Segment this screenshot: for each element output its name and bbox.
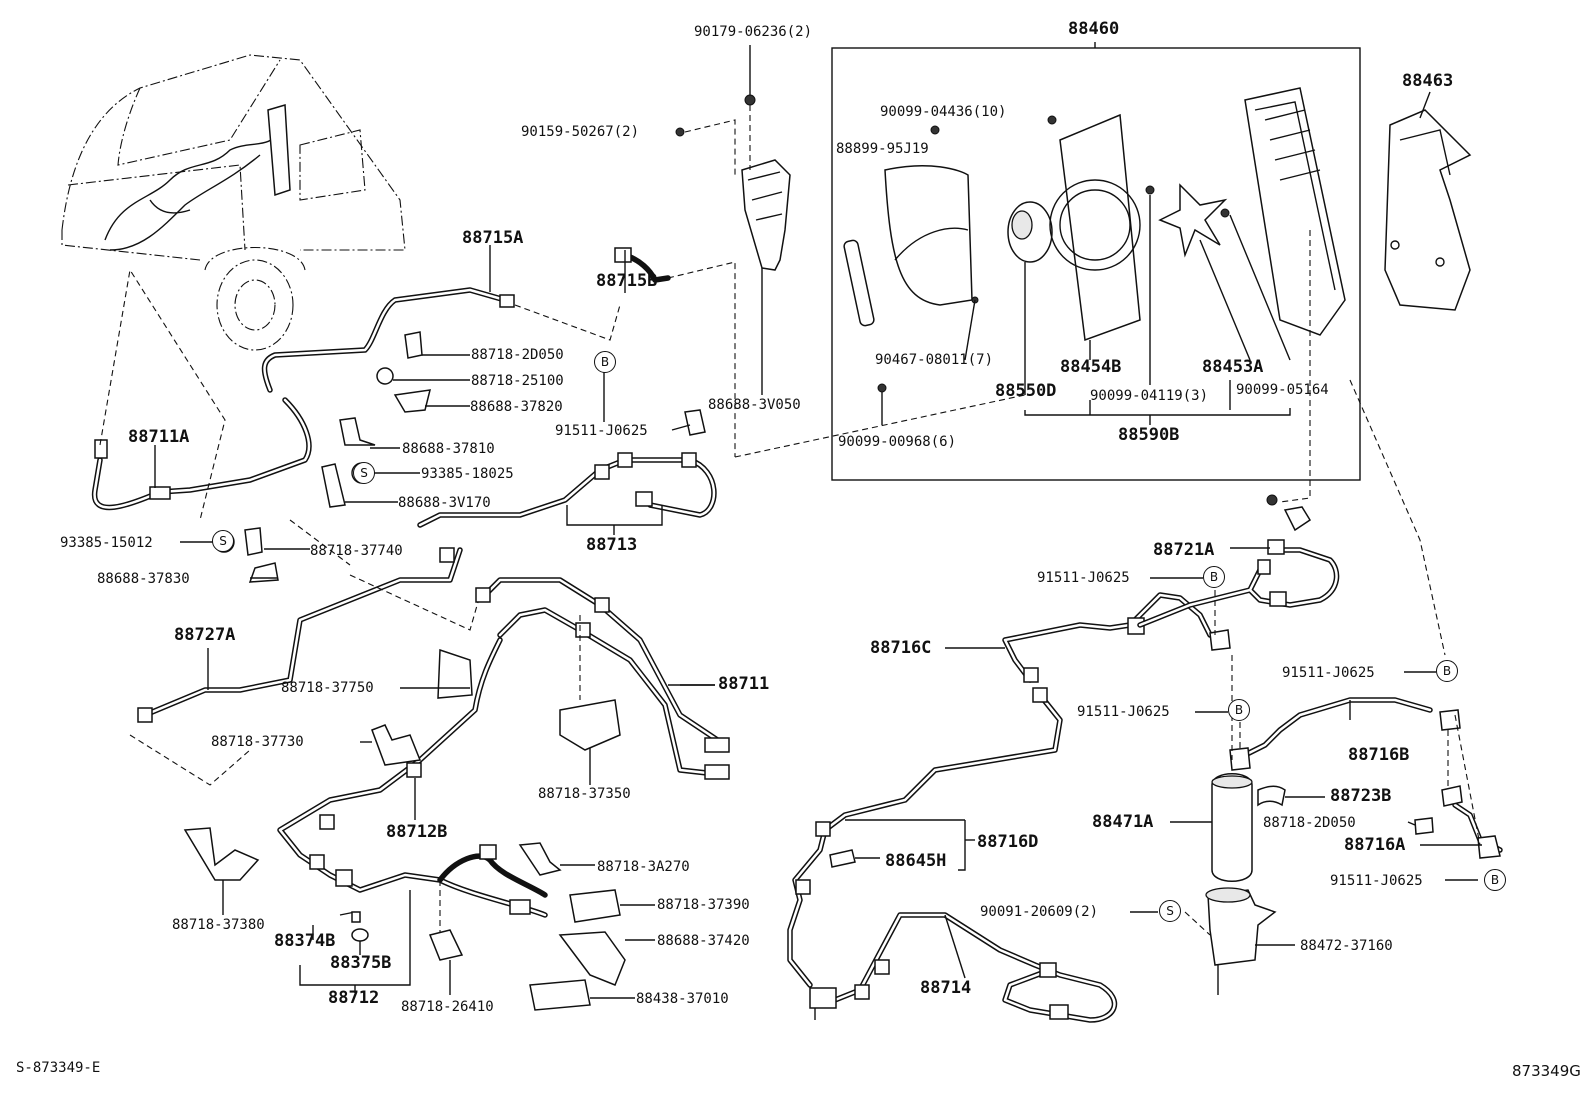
- label-88645H: 88645H: [885, 851, 947, 871]
- label-91511-J0625-a: 91511-J0625: [555, 423, 648, 439]
- label-88688-37820: 88688-37820: [470, 399, 563, 415]
- label-88712B: 88712B: [386, 822, 448, 842]
- label-88718-37390: 88718-37390: [657, 897, 750, 913]
- label-88718-37740: 88718-37740: [310, 543, 403, 559]
- label-88716D: 88716D: [977, 832, 1039, 852]
- bracket-88688-3V050: [675, 45, 791, 395]
- label-88718-2D050-b: 88718-2D050: [1263, 815, 1356, 831]
- label-91511-J0625-e: 91511-J0625: [1330, 873, 1423, 889]
- refrigerant-lines-left: [91, 245, 736, 993]
- label-88718-25100: 88718-25100: [471, 373, 564, 389]
- label-88688-3V170: 88688-3V170: [398, 495, 491, 511]
- right-dashed-leaders: [734, 230, 1482, 913]
- label-88453A: 88453A: [1202, 357, 1264, 377]
- label-88688-37810: 88688-37810: [402, 441, 495, 457]
- label-88550D: 88550D: [995, 381, 1057, 401]
- label-88713: 88713: [586, 535, 638, 555]
- label-88715A: 88715A: [462, 228, 524, 248]
- label-88718-37750: 88718-37750: [281, 680, 374, 696]
- label-88460: 88460: [1068, 19, 1120, 39]
- label-91511-J0625-c: 91511-J0625: [1282, 665, 1375, 681]
- diagram-code-left: S-873349-E: [16, 1060, 101, 1076]
- label-88688-37420: 88688-37420: [657, 933, 750, 949]
- label-88711: 88711: [718, 674, 770, 694]
- marker-s-circle: S: [212, 530, 234, 552]
- label-88718-3A270: 88718-3A270: [597, 859, 690, 875]
- label-88375B: 88375B: [330, 953, 392, 973]
- label-88463: 88463: [1402, 71, 1454, 91]
- label-90467-08011: 90467-08011(7): [875, 352, 994, 368]
- label-90099-04436: 90099-04436(10): [880, 104, 1007, 120]
- label-90179-06236: 90179-06236(2): [694, 24, 813, 40]
- label-88718-37730: 88718-37730: [211, 734, 304, 750]
- label-88471A: 88471A: [1092, 812, 1154, 832]
- label-93385-18025: 93385-18025: [421, 466, 514, 482]
- label-90091-20609: 90091-20609(2): [980, 904, 1099, 920]
- label-88454B: 88454B: [1060, 357, 1122, 377]
- truck-cab-illustration: [61, 54, 406, 351]
- label-88899-95J19: 88899-95J19: [836, 141, 929, 157]
- marker-b-circle: B: [594, 351, 616, 373]
- marker-b-circle: B: [1484, 869, 1506, 891]
- label-88590B: 88590B: [1118, 425, 1180, 445]
- label-88727A: 88727A: [174, 625, 236, 645]
- label-91511-J0625-b: 91511-J0625: [1037, 570, 1130, 586]
- label-88718-2D050-a: 88718-2D050: [471, 347, 564, 363]
- label-88723B: 88723B: [1330, 786, 1392, 806]
- bracket-88463: [1384, 91, 1472, 311]
- label-88715B: 88715B: [596, 271, 658, 291]
- refrigerant-lines-right: [787, 539, 1503, 1023]
- clamps-and-brackets: [183, 331, 706, 1011]
- label-90159-50267: 90159-50267(2): [521, 124, 640, 140]
- label-91511-J0625-d: 91511-J0625: [1077, 704, 1170, 720]
- receiver-drier-88471A: [1170, 590, 1295, 995]
- label-90099-00968: 90099-00968(6): [838, 434, 957, 450]
- label-88716A: 88716A: [1344, 835, 1406, 855]
- marker-b-circle: B: [1436, 660, 1458, 682]
- marker-s-circle: S: [1159, 900, 1181, 922]
- label-88374B: 88374B: [274, 931, 336, 951]
- label-88714: 88714: [920, 978, 972, 998]
- marker-s-circle: S: [353, 462, 375, 484]
- label-88716C: 88716C: [870, 638, 932, 658]
- label-88688-3V050: 88688-3V050: [708, 397, 801, 413]
- label-88712: 88712: [328, 988, 380, 1008]
- marker-b-circle: B: [1203, 566, 1225, 588]
- label-88718-37380: 88718-37380: [172, 917, 265, 933]
- label-88472-37160: 88472-37160: [1300, 938, 1393, 954]
- label-88721A: 88721A: [1153, 540, 1215, 560]
- label-90099-04119: 90099-04119(3): [1090, 388, 1209, 404]
- label-88718-37350: 88718-37350: [538, 786, 631, 802]
- label-88438-37010: 88438-37010: [636, 991, 729, 1007]
- label-88688-37830: 88688-37830: [97, 571, 190, 587]
- label-88716B: 88716B: [1348, 745, 1410, 765]
- label-90099-05164: 90099-05164: [1236, 382, 1329, 398]
- leader-lines-left: [180, 354, 715, 999]
- condenser-assembly-box: [831, 42, 1361, 481]
- label-88711A: 88711A: [128, 427, 190, 447]
- label-88718-26410: 88718-26410: [401, 999, 494, 1015]
- label-93385-15012: 93385-15012: [60, 535, 153, 551]
- diagram-code-right: 873349G: [1512, 1062, 1581, 1080]
- marker-b-circle: B: [1228, 699, 1250, 721]
